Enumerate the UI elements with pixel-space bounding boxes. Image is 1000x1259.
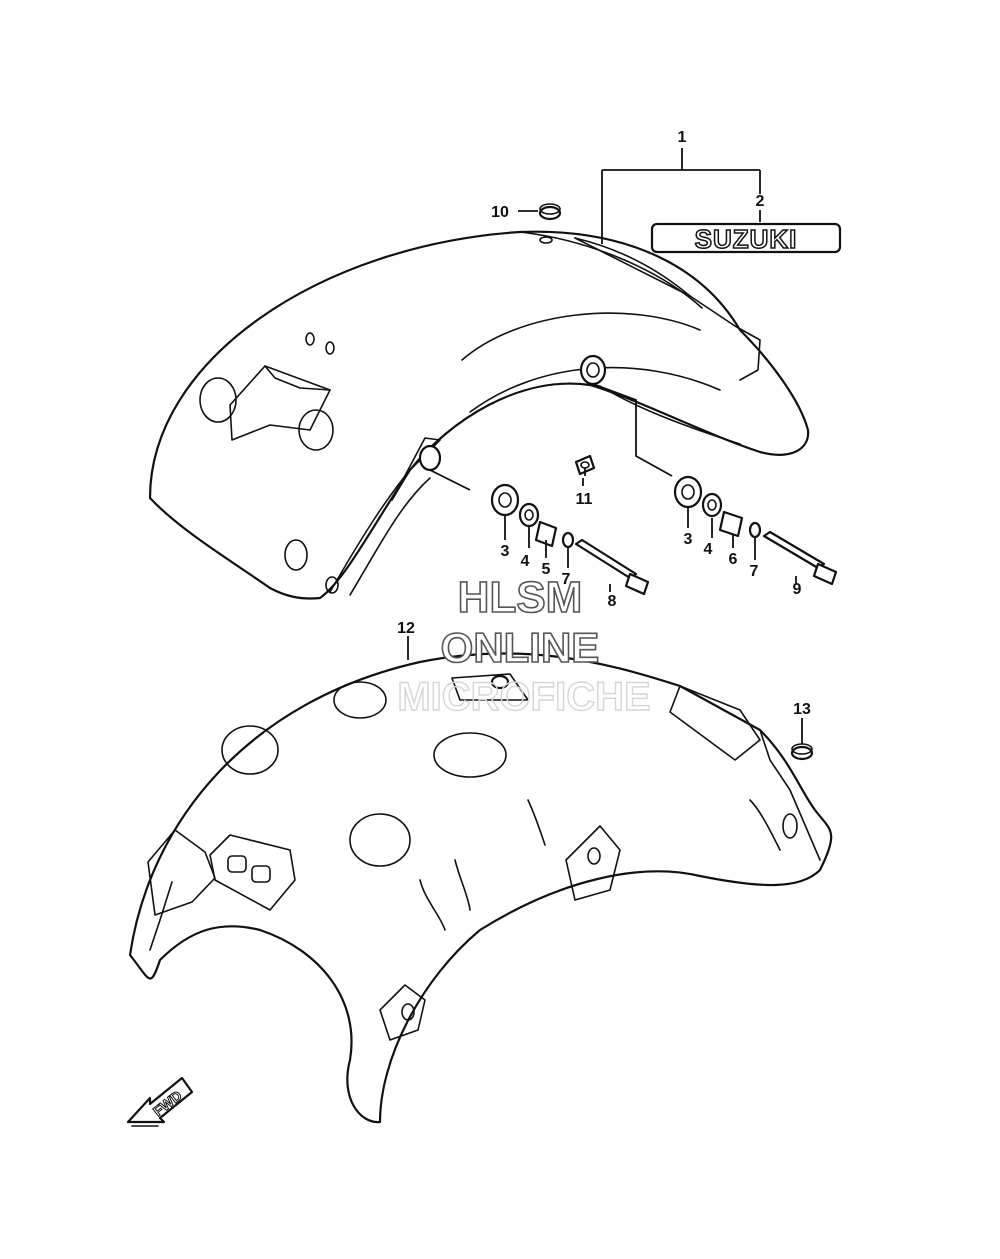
hardware [490,203,838,761]
collar-6 [718,510,744,538]
washer-7-left [561,531,575,549]
collar-5 [534,520,558,548]
watermark-line1: HLSM [458,573,583,622]
leader-lines [407,148,803,744]
callout-numbers: 1 2 10 11 3 4 5 7 8 3 4 6 7 9 12 13 [397,129,811,718]
callout-2: 2 [756,193,765,210]
callout-11: 11 [576,491,593,508]
callout-4-left: 4 [521,553,530,570]
callout-3-left: 3 [501,543,510,560]
callout-10: 10 [491,204,509,221]
callout-4-right: 4 [704,541,713,558]
callout-7-left: 7 [562,571,571,588]
fwd-arrow-icon: FWD [126,1076,194,1127]
rear-fender-upper [148,230,810,600]
watermark-line2: ONLINE [441,624,600,671]
rear-fender-lower [128,652,833,1124]
washer-4-left [518,502,540,528]
callout-6: 6 [729,551,738,568]
callout-8: 8 [608,593,617,610]
callout-12: 12 [397,620,415,637]
callout-3-right: 3 [684,531,693,548]
washer-4-right [701,492,723,518]
bolt-8 [574,538,638,580]
cushion-13 [790,745,814,761]
callout-1: 1 [678,129,687,146]
emblem-text: SUZUKI [695,224,798,254]
bolt-9 [762,530,826,570]
callout-13: 13 [793,701,811,718]
callout-9: 9 [793,581,802,598]
grommet-3-right [673,475,703,509]
watermark: HLSM ONLINE MICROFICHE [397,572,652,720]
nut-11 [574,454,596,476]
washer-7-right [748,521,762,539]
cushion-10 [538,205,562,221]
callout-7-right: 7 [750,563,759,580]
callout-5: 5 [542,561,551,578]
suzuki-emblem: SUZUKI [650,222,842,255]
grommet-3-left [490,483,520,517]
watermark-line3: MICROFICHE [397,675,650,719]
